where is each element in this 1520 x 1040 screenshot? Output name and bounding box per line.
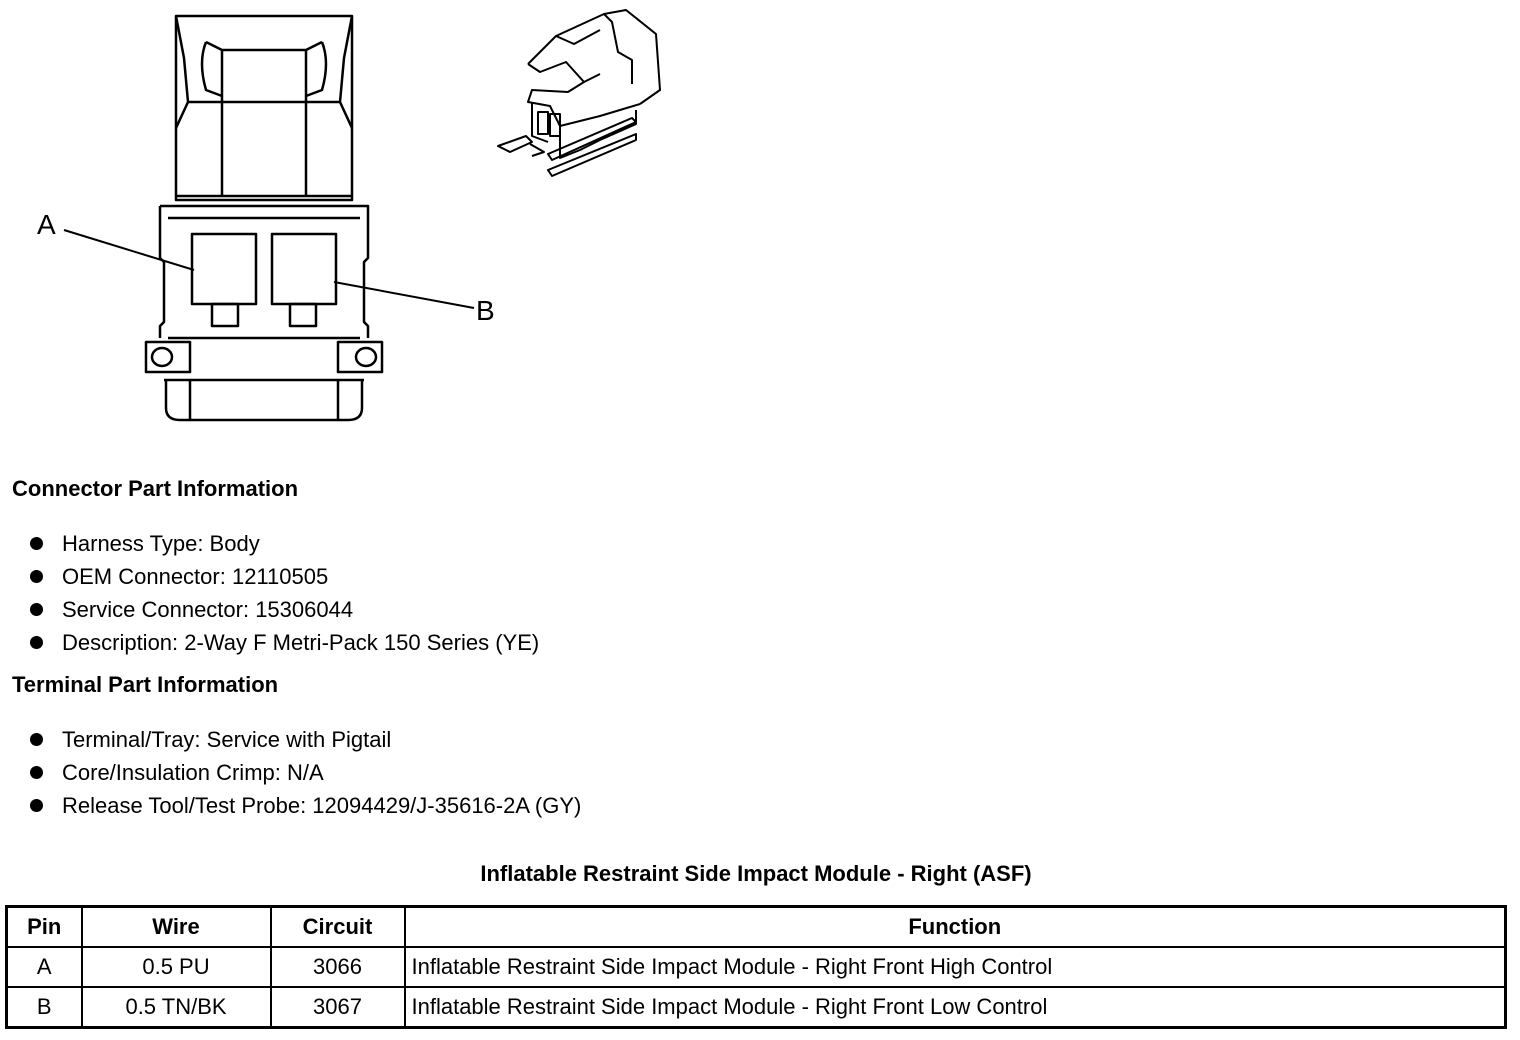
list-item-text: Terminal/Tray: Service with Pigtail xyxy=(62,727,392,752)
bullet-icon xyxy=(30,603,43,616)
table-title: Inflatable Restraint Side Impact Module … xyxy=(480,861,1032,886)
bullet-icon xyxy=(30,733,43,746)
list-item: Service Connector: 15306044 xyxy=(28,593,539,626)
terminal-part-info-list: Terminal/Tray: Service with Pigtail Core… xyxy=(28,723,581,822)
cell-pin: A xyxy=(5,946,83,988)
leader-line-b xyxy=(333,281,475,309)
list-item-text: Description: 2-Way F Metri-Pack 150 Seri… xyxy=(62,630,540,655)
terminal-label-a: A xyxy=(37,209,56,240)
table-row: A 0.5 PU 3066 Inflatable Restraint Side … xyxy=(5,946,1507,988)
connector-housing-lower xyxy=(144,204,384,422)
cell-circuit: 3067 xyxy=(269,986,406,1029)
bullet-icon xyxy=(30,636,43,649)
list-item: Terminal/Tray: Service with Pigtail xyxy=(28,723,581,756)
column-header-function: Function xyxy=(403,905,1507,948)
list-item: Description: 2-Way F Metri-Pack 150 Seri… xyxy=(28,626,539,659)
list-item: Harness Type: Body xyxy=(28,527,539,560)
list-item-text: OEM Connector: 12110505 xyxy=(62,564,329,589)
list-item: Core/Insulation Crimp: N/A xyxy=(28,756,581,789)
list-item-text: Core/Insulation Crimp: N/A xyxy=(62,760,324,785)
bullet-icon xyxy=(30,766,43,779)
bullet-icon xyxy=(30,570,43,583)
leader-line-a xyxy=(63,229,195,271)
cell-circuit: 3066 xyxy=(269,946,406,988)
pinout-table: Pin Wire Circuit Function A 0.5 PU 3066 … xyxy=(5,905,1507,1029)
connector-isometric-view xyxy=(497,9,661,177)
list-item-text: Release Tool/Test Probe: 12094429/J-3561… xyxy=(62,793,582,818)
list-item-text: Harness Type: Body xyxy=(62,531,260,556)
list-item: Release Tool/Test Probe: 12094429/J-3561… xyxy=(28,789,581,822)
terminal-cavity-a xyxy=(190,232,258,328)
terminal-part-info-heading: Terminal Part Information xyxy=(12,672,279,697)
table-row: B 0.5 TN/BK 3067 Inflatable Restraint Si… xyxy=(5,986,1507,1029)
connector-part-info-list: Harness Type: Body OEM Connector: 121105… xyxy=(28,527,539,659)
column-header-circuit: Circuit xyxy=(269,905,406,948)
connector-diagram: A B xyxy=(37,9,661,422)
bullet-icon xyxy=(30,537,43,550)
column-header-wire: Wire xyxy=(80,905,272,948)
connector-part-info-heading: Connector Part Information xyxy=(12,476,299,501)
list-item-text: Service Connector: 15306044 xyxy=(62,597,354,622)
list-item: OEM Connector: 12110505 xyxy=(28,560,539,593)
cell-wire: 0.5 PU xyxy=(80,946,272,988)
column-header-pin: Pin xyxy=(5,905,83,948)
cell-function: Inflatable Restraint Side Impact Module … xyxy=(403,946,1507,988)
connector-housing-upper xyxy=(174,14,354,202)
terminal-label-b: B xyxy=(476,295,495,326)
cell-wire: 0.5 TN/BK xyxy=(80,986,272,1029)
table-header-row: Pin Wire Circuit Function xyxy=(5,905,1507,948)
cell-function: Inflatable Restraint Side Impact Module … xyxy=(403,986,1507,1029)
terminal-cavity-b xyxy=(270,232,338,328)
bullet-icon xyxy=(30,799,43,812)
cell-pin: B xyxy=(5,986,83,1029)
